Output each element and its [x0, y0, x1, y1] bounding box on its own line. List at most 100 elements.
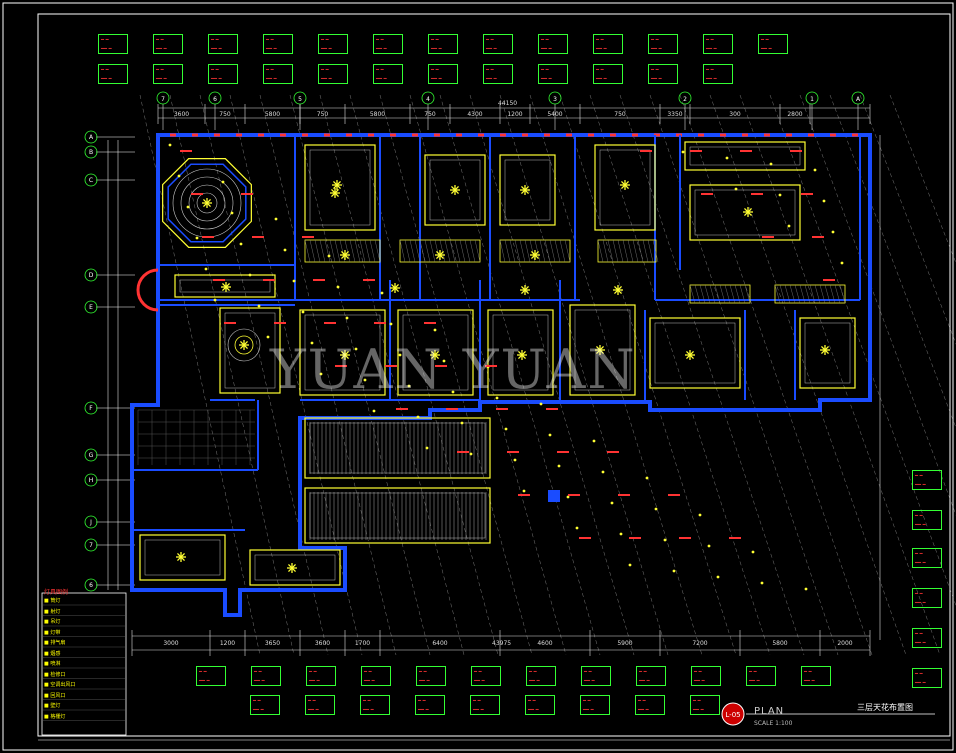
- grille-hatch: [714, 284, 721, 304]
- grid-bubble: [84, 448, 98, 462]
- leader-line: [259, 94, 397, 656]
- grille-hatch: [647, 239, 654, 263]
- downlight-icon: [230, 211, 234, 215]
- leader-line: [799, 94, 956, 516]
- grille-hatch: [514, 239, 521, 263]
- annotation-mark: [668, 494, 680, 496]
- grille-hatch: [734, 284, 741, 304]
- grille-hatch: [439, 239, 446, 263]
- fixture-tag-box: ━ ━━━ ━: [593, 34, 623, 54]
- downlight-icon: [522, 489, 526, 493]
- ceiling-panel: [219, 307, 281, 394]
- top-dimension-text: 4300: [467, 111, 482, 118]
- grille-hatch: [544, 239, 551, 263]
- ceiling-lamp-icon: [520, 285, 530, 295]
- ceiling-lamp-icon: [239, 340, 249, 350]
- fixture-tag-box: ━ ━━━ ━: [483, 64, 513, 84]
- annotation-mark: [313, 279, 325, 281]
- downlight-icon: [177, 174, 181, 178]
- grille-hatch: [404, 239, 411, 263]
- ceiling-panel-inner: [309, 149, 371, 226]
- annotation-mark: [801, 193, 813, 195]
- annotation-mark: [557, 451, 569, 453]
- fixture-tag-box: ━ ━━━ ━: [428, 64, 458, 84]
- legend-row: ■ 检修口: [44, 671, 66, 678]
- annotation-mark: [701, 193, 713, 195]
- grille-hatch: [602, 239, 609, 263]
- fixture-tag-box: ━ ━━━ ━: [703, 64, 733, 84]
- ceiling-lamp-icon: [202, 198, 212, 208]
- ceiling-panel-inner: [574, 309, 631, 391]
- downlight-icon: [416, 415, 420, 419]
- ceiling-lamp-icon: [595, 345, 605, 355]
- downlight-icon: [495, 396, 499, 400]
- annotation-mark: [729, 537, 741, 539]
- bottom-dimension-text: 5800: [772, 640, 787, 647]
- ceiling-panel-inner: [689, 146, 801, 166]
- grid-bubble-label: A: [89, 134, 94, 141]
- ceiling-panel-inner: [492, 314, 549, 391]
- grille-hatch: [499, 239, 506, 263]
- grid-bubble-label: 6: [213, 96, 217, 103]
- ceiling-lamp-icon: [221, 282, 231, 292]
- fixture-tag-box: ━ ━━━ ━: [526, 666, 556, 686]
- ceiling-lamp-icon: [435, 250, 445, 260]
- downlight-icon: [707, 544, 711, 548]
- grid-bubble: [208, 91, 222, 105]
- annotation-mark: [518, 494, 530, 496]
- annotation-mark: [180, 150, 192, 152]
- grille-hatch: [637, 239, 644, 263]
- top-dimension-text: 5800: [370, 111, 385, 118]
- leader-line: [349, 94, 499, 656]
- downlight-icon: [301, 310, 305, 314]
- grille-hatch: [814, 284, 821, 304]
- ceiling-panel: [594, 144, 656, 231]
- fixture-tag-box: ━ ━━━ ━: [581, 666, 611, 686]
- downlight-icon: [513, 458, 517, 462]
- grille-hatch: [369, 239, 376, 263]
- leader-line: [859, 94, 956, 345]
- ceiling-lamp-icon: [450, 185, 460, 195]
- grille-hatch: [509, 239, 516, 263]
- grille-hatch: [597, 239, 604, 263]
- bottom-dimension-text: 1200: [220, 640, 235, 647]
- downlight-icon: [380, 291, 384, 295]
- fixture-tag-box: ━ ━━━ ━: [648, 64, 678, 84]
- downlight-icon: [327, 254, 331, 258]
- downlight-icon: [804, 587, 808, 591]
- grille-hatch: [424, 239, 431, 263]
- leader-line: [619, 94, 805, 656]
- top-dimension-text: 750: [317, 111, 329, 118]
- fixture-tag-box: ━ ━━━ ━: [360, 695, 390, 715]
- downlight-icon: [425, 446, 429, 450]
- ceiling-panel: [649, 317, 741, 389]
- grille-hatch: [539, 239, 546, 263]
- scale-label: SCALE 1:100: [754, 720, 793, 727]
- downlight-icon: [681, 150, 685, 154]
- legend-row: ■ 排气扇: [44, 640, 66, 646]
- grille-hatch: [399, 239, 406, 263]
- fixture-tag-box: ━ ━━━ ━: [428, 34, 458, 54]
- ceiling-panel: [487, 309, 554, 396]
- grille-hatch: [729, 284, 736, 304]
- annotation-mark: [579, 537, 591, 539]
- grille-hatch: [339, 239, 346, 263]
- octagon-ceiling-inner: [167, 163, 247, 243]
- downlight-icon: [336, 285, 340, 289]
- downlight-icon: [221, 180, 225, 184]
- fixture-tag-box: ━ ━━━ ━: [912, 470, 942, 490]
- grille-hatch: [364, 239, 371, 263]
- top-dimension-text: 300: [729, 111, 741, 118]
- grille-hatch: [709, 284, 716, 304]
- downlight-icon: [610, 501, 614, 505]
- legend-row: ■ 灯带: [44, 629, 61, 636]
- bottom-dimension-text: 3600: [315, 640, 330, 647]
- fixture-tag-box: ━ ━━━ ━: [306, 666, 336, 686]
- ceiling-panel: [304, 144, 376, 231]
- ceiling-panel-inner: [504, 159, 551, 221]
- leader-line: [889, 94, 956, 264]
- downlight-icon: [575, 526, 579, 530]
- grille-hatch: [454, 239, 461, 263]
- grid-bubble-label: C: [89, 177, 93, 184]
- grille-hatch: [819, 284, 826, 304]
